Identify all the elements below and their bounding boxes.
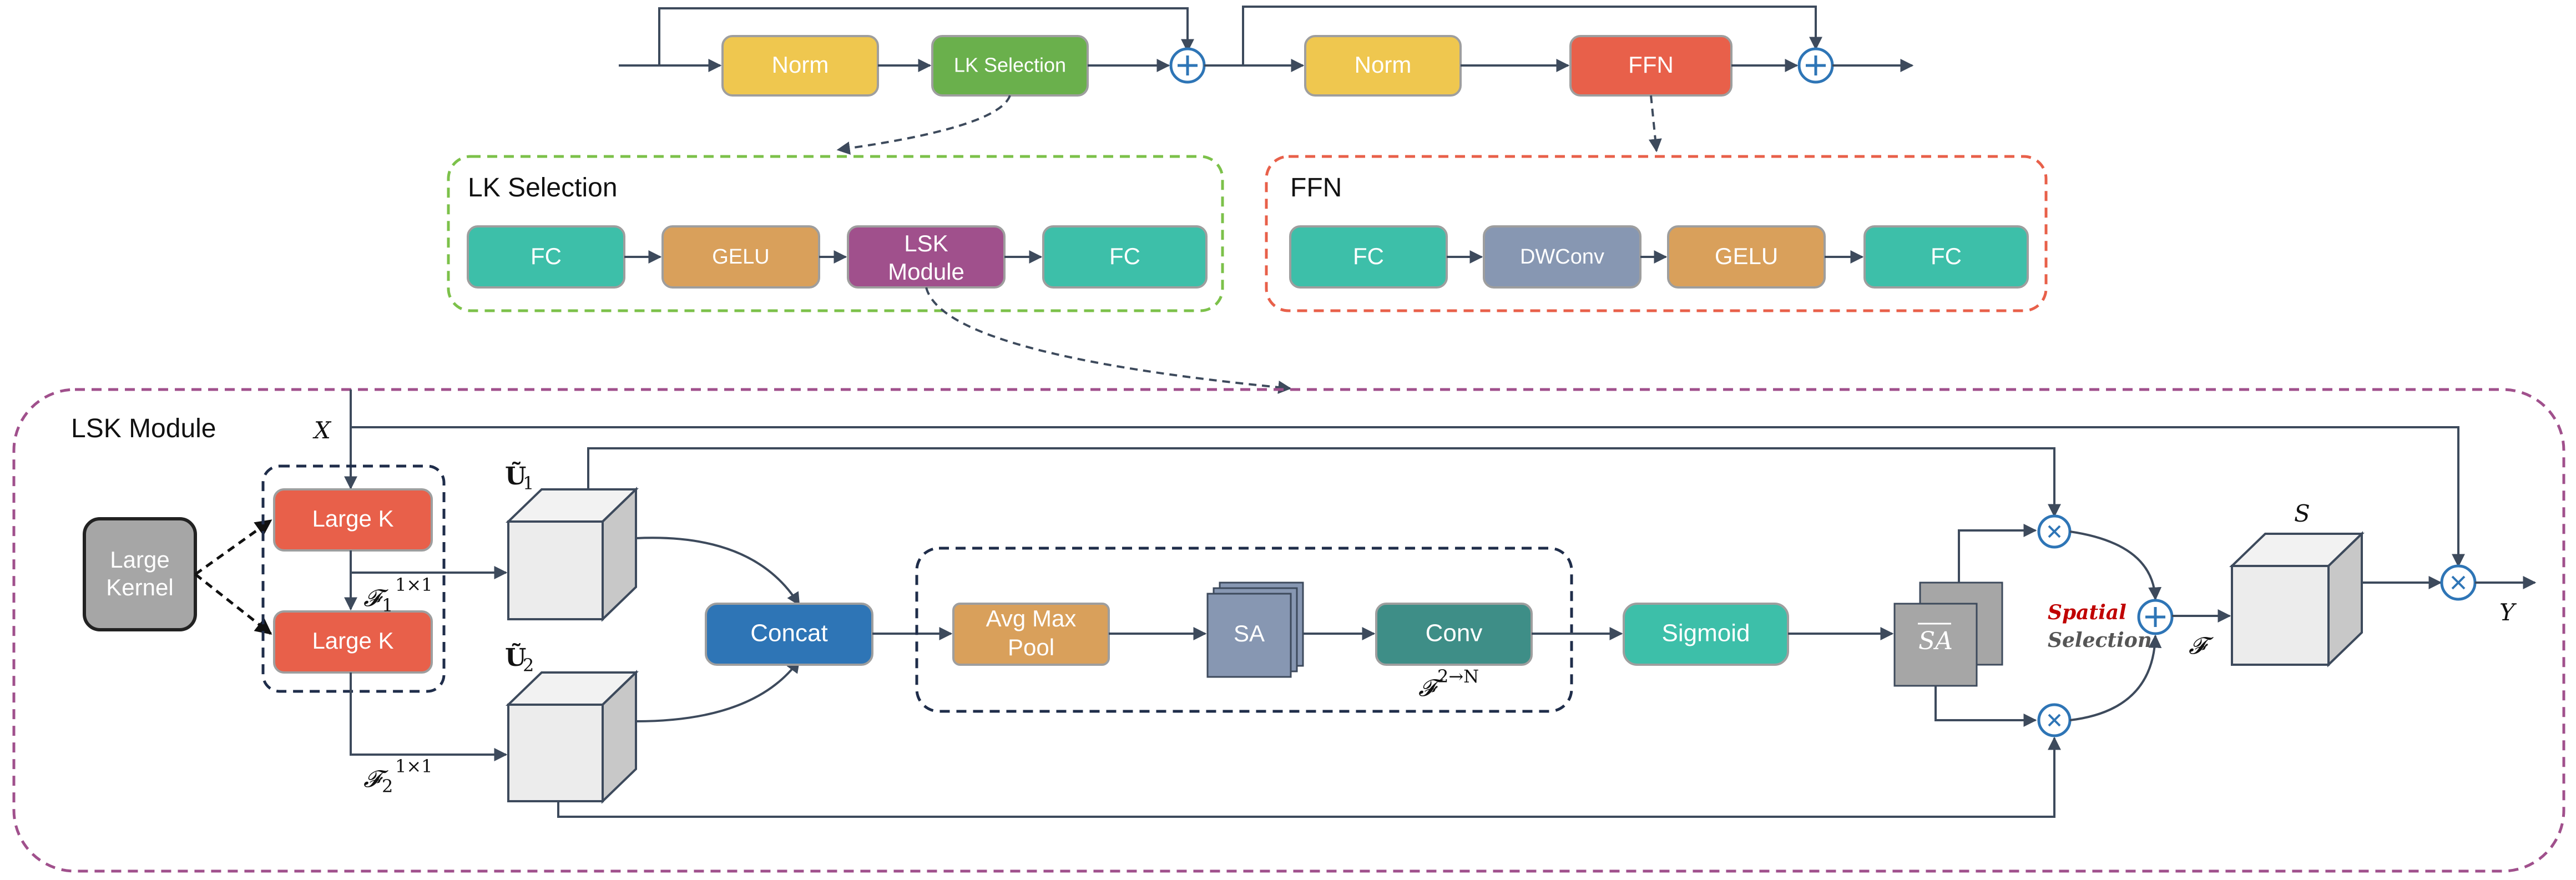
lsk-module-panel: LSK Module X Large Kernel Large K Large …: [12, 388, 2565, 873]
u2-cube: [506, 670, 639, 804]
ffn-fc2-box: [1863, 225, 2029, 289]
x-residual-edge: [351, 426, 2465, 568]
y-output-label: Y: [2499, 599, 2517, 626]
f2-label-sub: 2: [382, 776, 393, 797]
avgmax-label-1: Avg Max: [986, 605, 1077, 631]
f-label: 𝓕: [2189, 632, 2214, 659]
x-input-label: X: [312, 417, 332, 444]
u1-label-base: Ũ: [505, 461, 526, 490]
mult2-to-add-edge: [2069, 634, 2162, 721]
u2-label-sub: 2: [523, 655, 534, 676]
lk-fc2-box: [1042, 225, 1208, 289]
f2n-group: [915, 547, 1573, 713]
mult1-to-add-edge: [2069, 530, 2162, 601]
concat-label: Concat: [750, 620, 827, 647]
lk-panel-title: LK Selection: [468, 173, 618, 203]
u1-label-sub: 1: [523, 473, 534, 494]
sa-hat-label: SA: [1918, 627, 1953, 655]
large-kernel-label-1: Large: [110, 547, 169, 573]
ffn-expand-connector: [1648, 95, 1662, 153]
large-kernel-label-2: Kernel: [106, 574, 173, 600]
lk-lsk-label-2: Module: [888, 259, 964, 285]
large-k-label-1: Large K: [312, 505, 393, 532]
lk-lsk-label-1: LSK: [904, 230, 948, 256]
ffn-panel-title: FFN: [1290, 173, 1342, 203]
lsk-panel-title: LSK Module: [71, 414, 216, 443]
lk-fc1-label: FC: [531, 243, 562, 269]
lk-selection-label: LK Selection: [954, 54, 1066, 77]
lk-gelu-label: GELU: [712, 245, 769, 269]
ffn-gelu-label: GELU: [1715, 243, 1778, 269]
ffn-panel-border: [1265, 155, 2048, 312]
sa-hat-to-mult1-edge: [1958, 524, 2037, 583]
spatial-label: Spatial: [2048, 601, 2127, 624]
top-row: Norm LK Selection Norm FFN: [619, 6, 1914, 97]
f1-label-sup: 1×1: [395, 574, 433, 595]
lsk-expand-connector: [925, 287, 1292, 394]
sa-hat-to-mult2-edge: [1934, 686, 2037, 727]
sigmoid-label: Sigmoid: [1662, 620, 1750, 647]
s-cube: [2229, 531, 2365, 667]
ffn-label: FFN: [1628, 52, 1674, 78]
ffn-fc1-label: FC: [1353, 243, 1384, 269]
ffn-panel: FFN FC DWConv GELU FC: [1265, 155, 2048, 312]
conv-label: Conv: [1426, 620, 1483, 647]
norm-label-1: Norm: [772, 52, 829, 78]
kernel-edge-2: [194, 573, 272, 635]
f2-edge: [350, 672, 508, 761]
u1-to-mult1-edge: [587, 447, 2061, 518]
lk-fc2-label: FC: [1109, 243, 1140, 269]
selection-label: Selection: [2048, 629, 2152, 652]
norm-label-2: Norm: [1355, 52, 1412, 78]
lsk-panel-border: [12, 388, 2565, 873]
lk-expand-connector: [836, 95, 1011, 155]
lk-selection-panel: LK Selection FC GELU LSK Module FC: [447, 155, 1224, 312]
lk-panel-border: [447, 155, 1224, 312]
large-k-box-1: [273, 488, 433, 552]
large-k-group: [261, 464, 446, 693]
u2-to-concat-edge: [635, 659, 800, 722]
f2n-label-sup: 2→N: [1437, 666, 1479, 687]
u2-label-base: Ũ: [505, 643, 526, 672]
u2-to-mult2-edge: [557, 736, 2061, 818]
kernel-edge-1: [194, 519, 272, 576]
large-k-label-2: Large K: [312, 628, 393, 654]
sa-stack: [1206, 581, 1304, 678]
sa-label: SA: [1234, 620, 1265, 646]
f1-label-sub: 1: [382, 595, 393, 616]
ffn-fc2-label: FC: [1931, 243, 1962, 269]
avgmax-label-2: Pool: [1008, 634, 1054, 660]
ffn-dwconv-label: DWConv: [1520, 245, 1604, 269]
residual-edge-1: [658, 7, 1194, 65]
residual-edge-2: [1242, 6, 1822, 65]
large-k-box-2: [273, 610, 433, 674]
u1-cube: [506, 487, 639, 622]
u1-to-concat-edge: [635, 537, 800, 606]
s-label: S: [2294, 500, 2310, 527]
f2-label-sup: 1×1: [395, 756, 433, 777]
